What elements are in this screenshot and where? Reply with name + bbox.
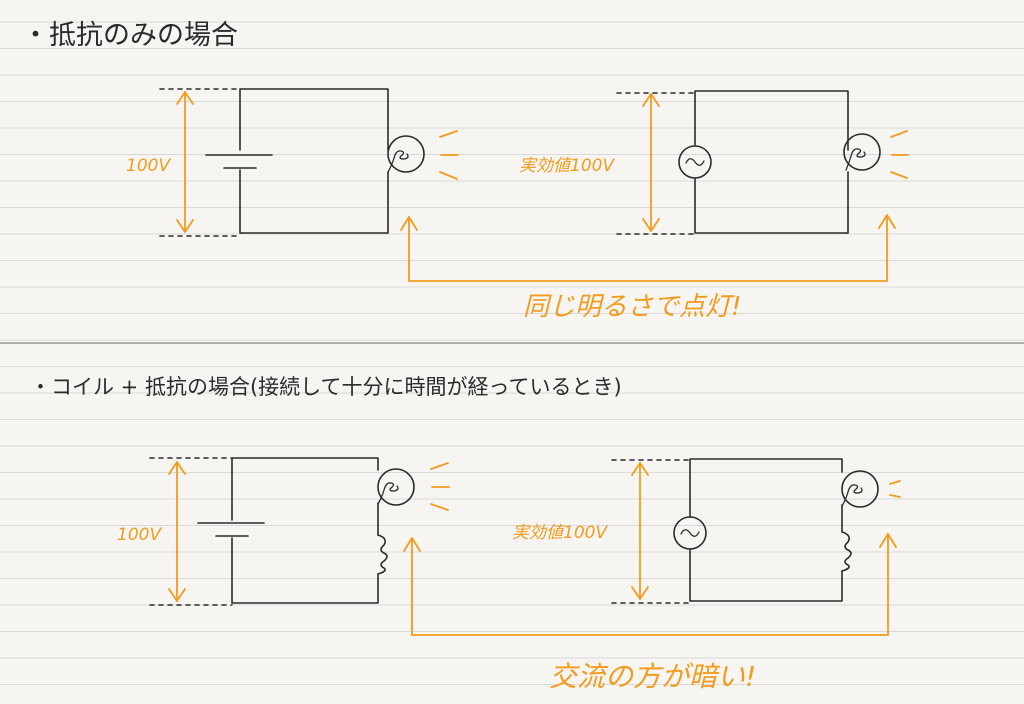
ruled-lines	[0, 21, 1024, 685]
voltage-arrow-icon	[642, 93, 660, 232]
dc-voltage-label: 100V	[117, 525, 162, 545]
coil-icon	[841, 531, 852, 572]
coil-icon	[377, 534, 388, 575]
bulb-icon	[377, 468, 415, 506]
ac-source-icon	[673, 516, 707, 550]
ac-source-icon	[678, 145, 712, 179]
section1-heading: ・抵抗のみの場合	[22, 20, 238, 51]
ac-voltage-label: 実効値100V	[512, 523, 608, 543]
ac-voltage-label: 実効値100V	[519, 156, 615, 176]
ac-circuit-coil-resistor: 実効値100V	[512, 458, 901, 604]
dc-circuit-coil-resistor: 100V	[117, 457, 450, 606]
light-rays-icon	[889, 480, 901, 498]
dc-voltage-label: 100V	[126, 156, 171, 176]
voltage-arrow-icon	[176, 91, 194, 233]
dc-circuit-resistor-only: 100V	[126, 88, 459, 237]
light-rays-icon	[890, 130, 909, 179]
voltage-arrow-icon	[631, 462, 649, 600]
bulb-icon	[387, 135, 425, 173]
comparison-arrow-icon	[403, 533, 897, 636]
ac-circuit-resistor-only: 実効値100V	[519, 90, 909, 235]
voltage-arrow-icon	[168, 461, 186, 602]
section1-conclusion: 同じ明るさで点灯!	[523, 292, 741, 322]
section2-heading: ・コイル + 抵抗の場合(接続して十分に時間が経っているとき)	[30, 375, 622, 399]
section2-conclusion: 交流の方が暗い!	[549, 660, 756, 693]
light-rays-icon	[430, 462, 450, 511]
comparison-arrow-icon	[400, 214, 896, 282]
light-rays-icon	[439, 130, 459, 180]
battery-icon	[197, 522, 265, 537]
battery-icon	[205, 154, 273, 169]
bulb-icon	[841, 470, 879, 508]
bulb-icon	[843, 133, 881, 171]
